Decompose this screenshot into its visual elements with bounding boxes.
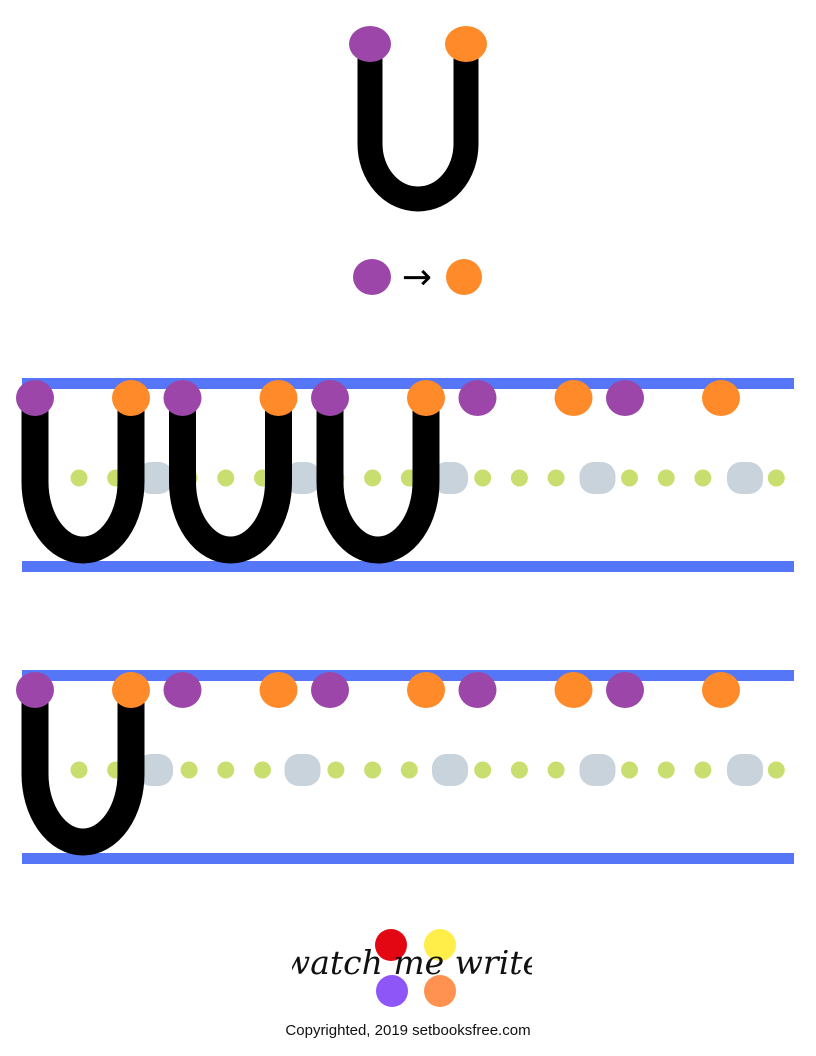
start-dot <box>16 672 54 708</box>
bottom-guide-line <box>22 561 794 572</box>
start-dot <box>311 380 349 416</box>
midline-dot <box>547 761 565 779</box>
start-dot <box>606 672 644 708</box>
gap-marker <box>284 754 321 786</box>
midline-dot <box>767 469 785 487</box>
letter-u-stroke <box>357 46 479 212</box>
midline-dot <box>547 469 565 487</box>
gap-marker <box>727 754 763 786</box>
gap-marker <box>432 462 468 494</box>
practice-row-2 <box>16 670 794 864</box>
end-dot <box>702 672 740 708</box>
end-dot <box>259 672 298 708</box>
midline-dot <box>474 761 492 779</box>
midline-dot <box>180 761 198 779</box>
midline-dot <box>510 761 528 779</box>
end-dot <box>407 672 445 708</box>
practice-letter-u <box>21 690 145 856</box>
start-dot <box>311 672 349 708</box>
arrow-icon: → <box>402 257 432 298</box>
midline-dot <box>657 761 675 779</box>
midline-dot <box>364 469 382 487</box>
midline-dot <box>474 469 492 487</box>
midline-dot <box>657 469 675 487</box>
logo-dot-red <box>375 929 407 961</box>
gap-marker <box>137 754 173 786</box>
legend-start-dot <box>353 259 391 295</box>
gap-marker <box>579 754 616 786</box>
midline-dot <box>621 469 638 487</box>
top-guide-line <box>22 378 794 389</box>
end-dot <box>702 380 740 416</box>
start-dot <box>163 380 202 416</box>
logo-dot-yellow <box>424 929 456 961</box>
start-dot <box>458 672 497 708</box>
midline-dot <box>510 469 528 487</box>
end-dot <box>554 672 593 708</box>
start-dot <box>458 380 497 416</box>
stroke-direction-legend: → <box>353 257 482 298</box>
midline-dot <box>327 761 345 779</box>
midline-dot <box>254 761 271 779</box>
legend-end-dot <box>446 259 482 295</box>
midline-dot <box>621 761 638 779</box>
midline-dot <box>217 469 235 487</box>
gap-marker <box>432 754 468 786</box>
end-dot <box>554 380 593 416</box>
start-dot <box>349 26 391 62</box>
gap-marker <box>727 462 763 494</box>
end-dot <box>407 380 445 416</box>
gap-marker <box>137 462 173 494</box>
bottom-guide-line <box>22 853 794 864</box>
midline-dot <box>70 761 88 779</box>
model-letter-u <box>349 26 487 212</box>
top-guide-line <box>22 670 794 681</box>
practice-row-1 <box>16 378 794 572</box>
logo-text: watch me write <box>292 943 532 982</box>
watch-me-write-logo: watch me write <box>292 929 532 1007</box>
copyright-notice: Copyrighted, 2019 setbooksfree.com <box>285 1022 531 1039</box>
practice-letter-u <box>169 398 292 564</box>
midline-dot <box>364 761 382 779</box>
end-dot <box>259 380 298 416</box>
practice-letter-u <box>316 398 440 564</box>
gap-marker <box>579 462 616 494</box>
logo-dot-purple <box>376 975 408 1007</box>
midline-dot <box>70 469 88 487</box>
start-dot <box>606 380 644 416</box>
end-dot <box>112 672 150 708</box>
end-dot <box>112 380 150 416</box>
midline-dot <box>767 761 785 779</box>
midline-dot <box>400 761 418 779</box>
gap-marker <box>284 462 321 494</box>
midline-dot <box>694 761 712 779</box>
midline-dot <box>694 469 712 487</box>
start-dot <box>163 672 202 708</box>
midline-dot <box>217 761 235 779</box>
practice-letter-u <box>21 398 145 564</box>
logo-dot-orange <box>424 975 456 1007</box>
end-dot <box>445 26 487 62</box>
start-dot <box>16 380 54 416</box>
